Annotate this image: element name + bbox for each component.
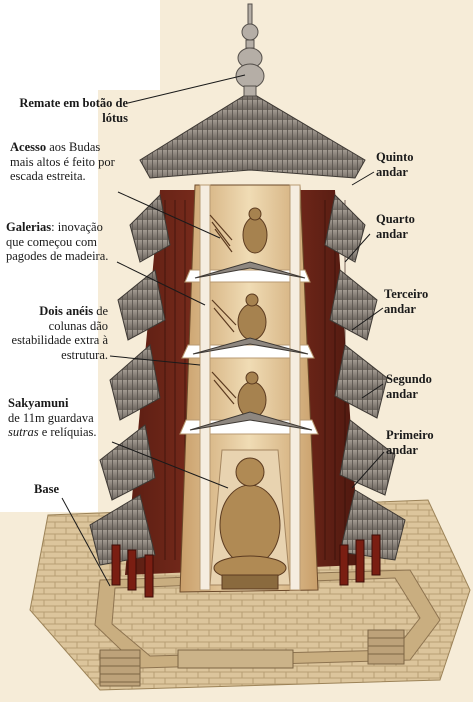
finial-title: Remate em botão de lótus [19,96,128,125]
galleries-label: Galerias: inovação que começou com pagod… [6,220,118,264]
base-label: Base [34,482,94,497]
floor3-title: Terceiro andar [384,287,429,316]
floor5-title: Quinto andar [376,150,414,179]
floor2-title: Segundo andar [386,372,432,401]
floor1-title: Primeiro andar [386,428,434,457]
sakyamuni-label: Sakyamuni de 11m guardava sutras e relíq… [8,396,120,440]
floor4-title: Quarto andar [376,212,415,241]
floor1-label: Primeiro andar [386,428,446,457]
sakyamuni-bold: Sakyamuni [8,396,69,410]
finial-label: Remate em botão de lótus [16,96,128,125]
galleries-bold: Galerias [6,220,52,234]
sakyamuni-statue [209,449,291,590]
rings-label: Dois anéis de colunas dão estabilidade e… [8,304,108,362]
galleries-text: : inovação que começou com pagodes de ma… [6,220,109,263]
floor5-label: Quinto andar [376,150,436,179]
floor3-label: Terceiro andar [384,287,444,316]
access-label: Acesso aos Budas mais altos é feito por … [10,140,120,184]
sakyamuni-line3: e relíquias. [38,425,97,439]
rings-bold: Dois anéis [39,304,94,318]
base-title: Base [34,482,59,496]
floor2-label: Segundo andar [386,372,446,401]
access-text: aos Budas mais altos é feito por escada … [10,140,115,183]
cutaway-interior [179,184,319,593]
base-columns [111,534,381,598]
sakyamuni-line2: de 11m guardava [8,410,94,425]
rings-text: de colunas dão estabilidade extra à estr… [11,304,108,362]
sakyamuni-italic: sutras [8,425,39,439]
access-bold: Acesso [10,140,47,154]
floor4-label: Quarto andar [376,212,436,241]
